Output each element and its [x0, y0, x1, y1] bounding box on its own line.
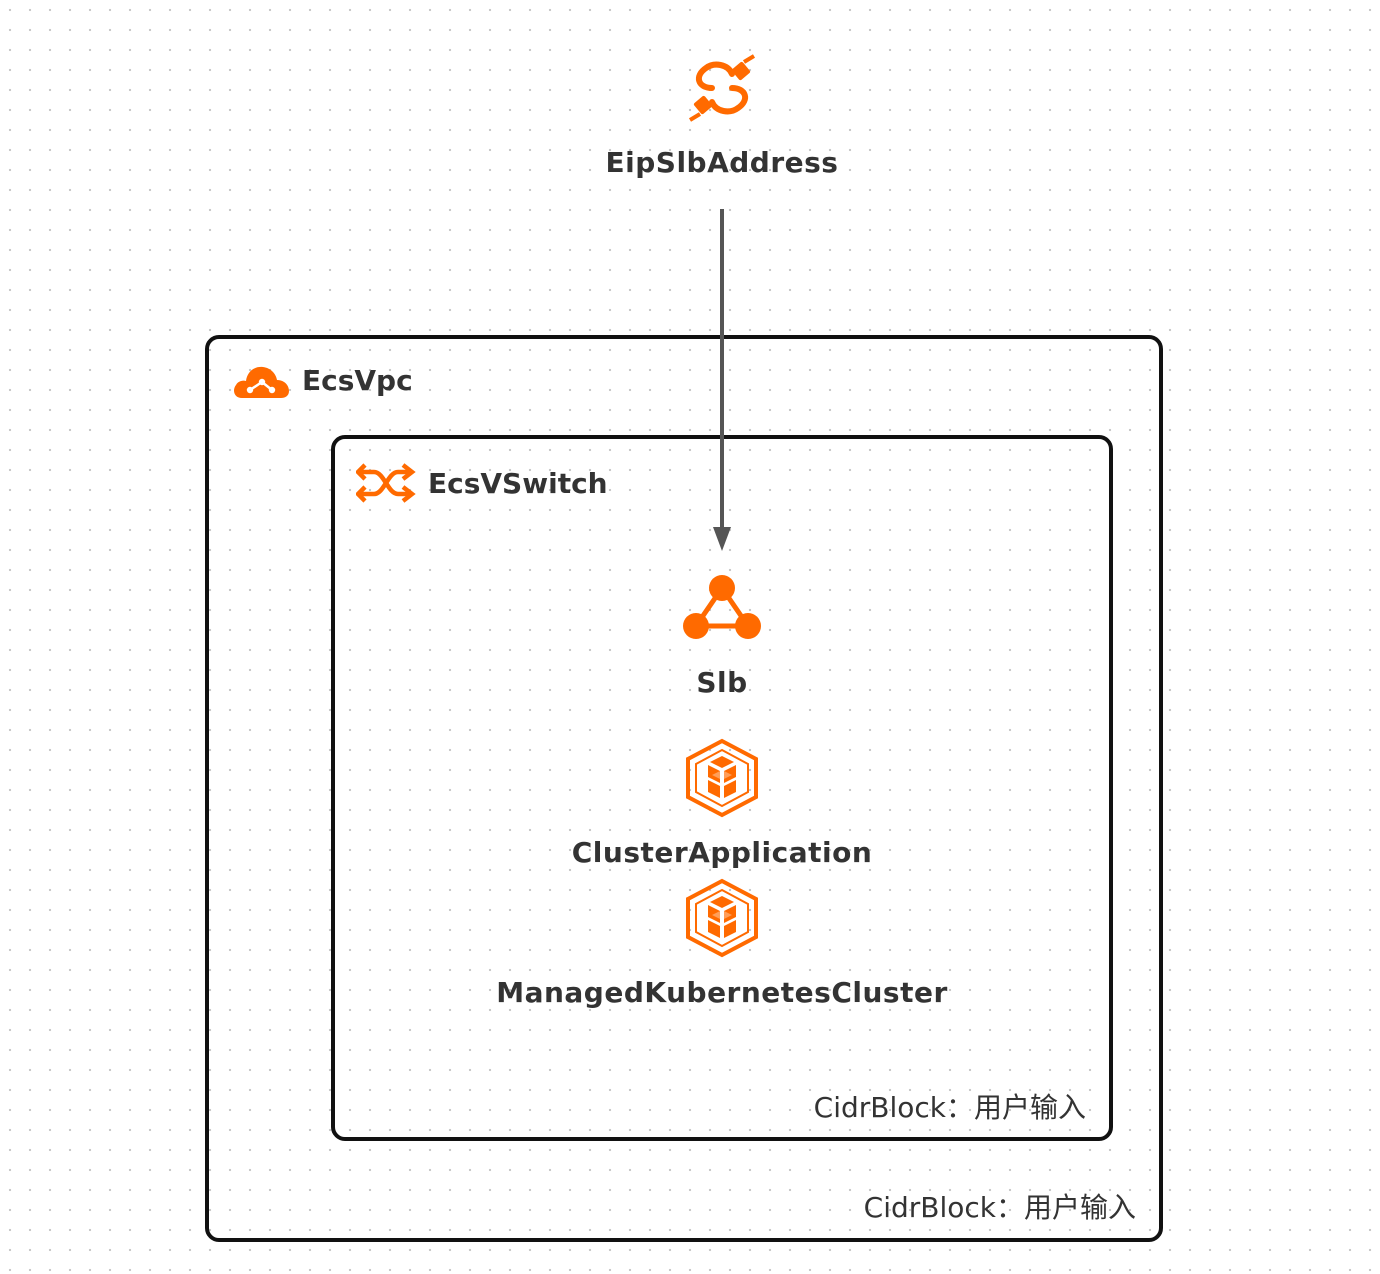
ecs-vpc-group[interactable]	[205, 335, 1163, 1242]
ecs-vpc-title: EcsVpc	[232, 360, 413, 400]
node-cluster-application[interactable]: ClusterApplication	[522, 738, 922, 878]
slb-label: Slb	[696, 666, 748, 699]
shuffle-icon	[356, 462, 428, 504]
ecs-vswitch-title: EcsVSwitch	[356, 462, 608, 504]
edge-eip-to-slb[interactable]	[705, 205, 739, 557]
container-cube-icon	[684, 878, 760, 958]
eip-slb-address-label: EipSlbAddress	[605, 146, 839, 179]
node-eip-slb-address[interactable]: EipSlbAddress	[572, 52, 872, 192]
vpc-cidr-label: CidrBlock：用户输入	[863, 1191, 1136, 1224]
load-balancer-icon	[682, 574, 762, 642]
ecs-vpc-label: EcsVpc	[302, 363, 413, 397]
cluster-application-label: ClusterApplication	[571, 836, 873, 869]
node-slb[interactable]: Slb	[622, 574, 822, 704]
managed-kubernetes-cluster-label: ManagedKubernetesCluster	[496, 976, 948, 1009]
vswitch-cidr-label: CidrBlock：用户输入	[813, 1091, 1086, 1124]
container-cube-icon	[684, 738, 760, 818]
cloud-icon	[232, 360, 302, 400]
eip-link-icon	[684, 54, 760, 122]
ecs-vswitch-label: EcsVSwitch	[428, 466, 608, 500]
node-managed-kubernetes-cluster[interactable]: ManagedKubernetesCluster	[472, 878, 972, 1018]
